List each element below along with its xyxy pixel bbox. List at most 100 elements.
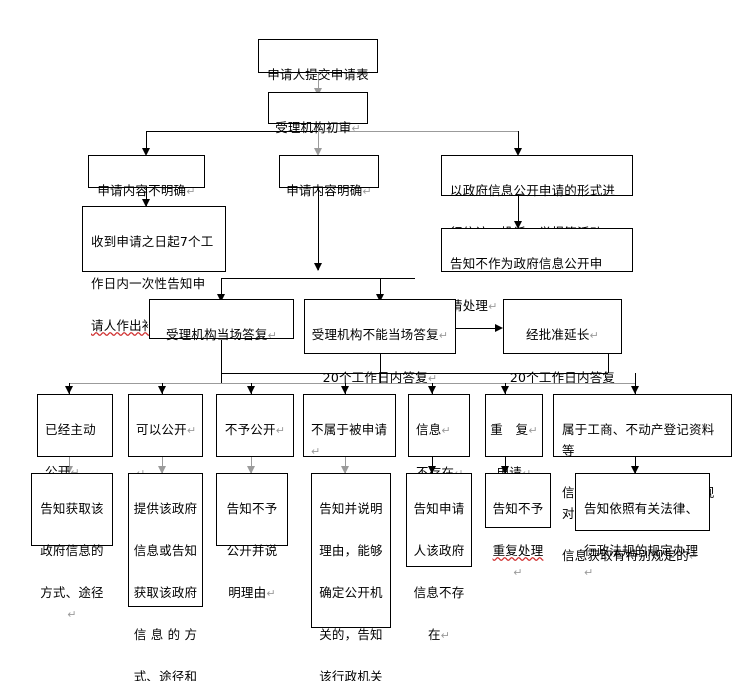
node-label-line3: 确定公开机 — [319, 585, 383, 600]
node-label-line3: 请人作出补正 — [91, 318, 168, 333]
node-label-line1: 已经主动 — [45, 422, 96, 437]
arrowhead-n14 — [340, 386, 349, 394]
arrowhead-n17 — [630, 386, 639, 394]
node-petition-complaint-report[interactable]: 以政府信息公开申请的形式进 行信访、投诉、举报等活动↵ — [441, 155, 633, 240]
node-label: 申请人提交申请表 — [267, 67, 369, 82]
node-already-proactively-disclosed[interactable]: 已经主动 公开↵ — [37, 394, 113, 479]
node-label-line1: 告知不予 — [492, 501, 544, 516]
arrowhead-n22 — [427, 466, 436, 474]
arrowhead-n05 — [513, 148, 522, 156]
node-label-line3: 信息不存 — [413, 585, 465, 600]
node-label-line4: 在 — [427, 627, 441, 642]
node-notify-correction-7-days[interactable]: 收到申请之日起7个工 作日内一次性告知申 请人作出补正↵ — [82, 206, 226, 333]
connector-n02-bus — [318, 124, 319, 133]
connector-n17-n24 — [635, 457, 636, 473]
node-not-disclosed[interactable]: 不予公开↵ — [216, 394, 294, 457]
drop-n09 — [380, 278, 381, 297]
node-may-be-disclosed[interactable]: 可以公开↵ ↵ — [128, 394, 203, 480]
arrowhead-n24 — [630, 466, 639, 474]
arrowhead-n04 — [313, 148, 322, 156]
arrowhead-n11 — [64, 386, 73, 394]
node-notify-reason-and-competent-agency[interactable]: 告知并说明 理由，能够 确定公开机 关的，告知 该行政机关 的名称、联 系方式↵ — [311, 473, 391, 681]
arrowhead-n20 — [246, 466, 255, 474]
node-notify-access-method[interactable]: 告知获取该 政府信息的 方式、途径↵ — [31, 473, 113, 621]
node-notify-no-repeat-processing[interactable]: 告知不予 重复处理 ↵ — [485, 473, 551, 579]
arrowhead-n16 — [500, 386, 509, 394]
node-label-line4: 信 息 的 方 — [133, 627, 198, 642]
return-mark-icon: ↵ — [528, 424, 538, 437]
node-label-line1: 告知并说明 — [319, 501, 383, 516]
arrowhead-n13 — [246, 386, 255, 394]
node-notify-information-not-exist[interactable]: 告知申请 人该政府 信息不存 在↵ — [406, 473, 472, 642]
return-mark-icon: ↵ — [186, 424, 197, 437]
bus-top-right — [318, 131, 518, 132]
node-label-line3: 明理由 — [228, 585, 267, 600]
connector-n16-n23 — [505, 457, 506, 473]
node-information-not-exist[interactable]: 信息↵ 不存在↵ — [408, 394, 470, 480]
node-label-line2: 政府信息的 — [40, 543, 104, 558]
arrowhead-n04-down — [313, 263, 322, 271]
return-mark-icon: ↵ — [351, 122, 361, 135]
arrowhead-n19 — [157, 466, 166, 474]
arrowhead-n07 — [513, 221, 522, 229]
node-label-line2: 请处理 — [450, 298, 489, 313]
node-outside-disclosure-scope[interactable]: 不属于被申请↵ 人公开范围↵ — [303, 394, 396, 501]
node-label-line1: 信息 — [416, 422, 442, 437]
arrowhead-n21 — [340, 466, 349, 474]
node-label-line1: 告知获取该 — [40, 501, 104, 516]
node-business-realestate-registration[interactable]: 属于工商、不动产登记资料等 信息，有关法律、行政法规对 信息获取有特别规定的↵ — [553, 394, 732, 563]
connector-n12-n19 — [162, 457, 163, 473]
return-mark-icon: ↵ — [275, 424, 286, 437]
node-answer-on-the-spot[interactable]: 受理机构当场答复↵ — [149, 299, 294, 342]
arrowhead-n12 — [157, 386, 166, 394]
node-agency-initial-review[interactable]: 受理机构初审↵ — [268, 92, 368, 135]
connector-n09-bus — [380, 354, 381, 383]
arrowhead-n09 — [375, 294, 384, 302]
node-label-line2: 作日内一次性告知申 — [91, 276, 206, 291]
arrowhead-n18 — [64, 466, 73, 474]
node-cannot-answer-on-spot-20-days[interactable]: 受理机构不能当场答复↵ 20个工作日内答复↵ — [304, 299, 456, 385]
node-label-line2: 人该政府 — [413, 543, 465, 558]
return-mark-icon: ↵ — [438, 329, 449, 342]
connector-n11-n18 — [69, 457, 70, 473]
node-not-treated-as-disclosure-request[interactable]: 告知不作为政府信息公开申 请处理↵ — [441, 228, 633, 313]
node-label-line1: 收到申请之日起7个工 — [91, 234, 214, 249]
return-mark-icon: ↵ — [362, 185, 372, 198]
arrowhead-n03 — [141, 148, 150, 156]
node-label: 受理机构当场答复 — [165, 327, 268, 342]
drop-n04 — [318, 131, 319, 151]
node-label: 不予公开 — [224, 422, 276, 437]
node-approved-extension-20-days[interactable]: 经批准延长↵ 20个工作日内答复↵ — [503, 299, 622, 406]
bus-mid — [221, 278, 415, 279]
node-repeat-request[interactable]: 重 复↵ 申请↵ — [485, 394, 543, 480]
connector-n15-n22 — [432, 457, 433, 473]
node-label-line1: 经批准延长 — [526, 327, 590, 342]
node-provide-or-notify-access[interactable]: 提供该政府 信息或告知 获取该政府 信 息 的 方 式、途径和 时间↵ — [128, 473, 203, 681]
node-label-line1: 受理机构不能当场答复 — [311, 327, 439, 342]
return-mark-icon: ↵ — [427, 372, 438, 385]
arrowhead-n10 — [495, 323, 503, 332]
node-request-unclear[interactable]: 申请内容不明确↵ — [88, 155, 205, 198]
return-mark-icon: ↵ — [584, 566, 594, 579]
arrowhead-n23 — [500, 466, 509, 474]
return-mark-icon: ↵ — [186, 185, 196, 198]
return-mark-icon: ↵ — [689, 550, 698, 563]
return-mark-icon: ↵ — [488, 300, 498, 313]
node-label: 受理机构初审 — [275, 120, 352, 135]
node-notify-handle-per-laws[interactable]: 告知依照有关法律、 行政法规的规定办理↵ — [575, 473, 710, 579]
node-label: 申请内容明确 — [286, 183, 363, 198]
node-notify-refusal-with-reason[interactable]: 告知不予 公开并说 明理由↵ — [216, 473, 288, 600]
node-label-line2: 公开并说 — [226, 543, 278, 558]
node-request-clear[interactable]: 申请内容明确↵ — [279, 155, 379, 198]
node-label-line2: 重复处理 — [492, 543, 544, 558]
node-label-line1: 告知申请 — [413, 501, 465, 516]
node-label-line1: 属于工商、不动产登记资料等 — [562, 422, 715, 458]
node-label-line2: 信息或告知 — [133, 543, 198, 558]
node-label-line1: 重 复 — [490, 422, 529, 437]
connector-n14-n21 — [345, 457, 346, 473]
node-label-line1: 告知依照有关法律、 — [584, 501, 699, 516]
return-mark-icon: ↵ — [513, 566, 523, 579]
node-applicant-submits-form[interactable]: 申请人提交申请表↵ — [258, 39, 378, 103]
node-label-line1: 可以公开 — [136, 422, 187, 437]
connector-n03-n06 — [146, 188, 147, 206]
